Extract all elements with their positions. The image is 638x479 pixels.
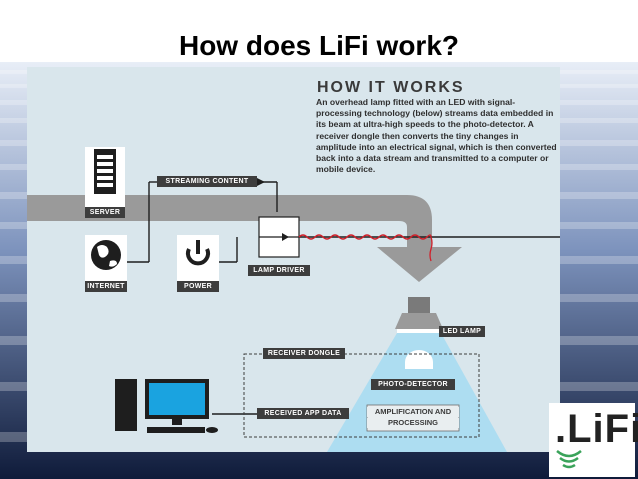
led-lamp-label: LED LAMP — [439, 326, 485, 337]
lifi-logo-text: .LiFi — [555, 407, 638, 451]
diagram-heading: HOW IT WORKS — [317, 79, 465, 96]
led-lamp-icon — [395, 297, 443, 333]
power-label: POWER — [177, 281, 219, 292]
receiver-dongle-box — [243, 353, 480, 438]
amplification-label-line1: AMPLIFICATION AND — [367, 407, 459, 417]
photo-detector-icon — [405, 350, 433, 369]
server-label: SERVER — [85, 207, 125, 218]
received-app-data-label: RECEIVED APP DATA — [257, 408, 349, 419]
slide-title: How does LiFi work? — [178, 30, 459, 61]
streaming-content-label: STREAMING CONTENT — [157, 176, 257, 187]
receiver-dongle-label: RECEIVER DONGLE — [263, 348, 345, 359]
wifi-waves-icon — [556, 450, 582, 469]
pipe-down-arrow — [377, 247, 462, 282]
stream-arrow-head — [257, 178, 265, 186]
signal-wave — [298, 234, 433, 262]
main-pipe — [27, 195, 432, 247]
internet-label: INTERNET — [85, 281, 127, 292]
diagram-description: An overhead lamp fitted with an LED with… — [316, 97, 557, 175]
server-icon — [85, 147, 125, 207]
lamp-driver-label: LAMP DRIVER — [248, 265, 310, 276]
computer-icon — [115, 379, 218, 433]
lifi-logo: .LiFi — [549, 403, 638, 477]
diagram-graphics — [27, 67, 560, 452]
amplification-label-line2: PROCESSING — [367, 418, 459, 428]
lifi-diagram: HOW IT WORKS An overhead lamp fitted wit… — [27, 67, 560, 452]
photo-detector-label: PHOTO-DETECTOR — [371, 379, 455, 390]
